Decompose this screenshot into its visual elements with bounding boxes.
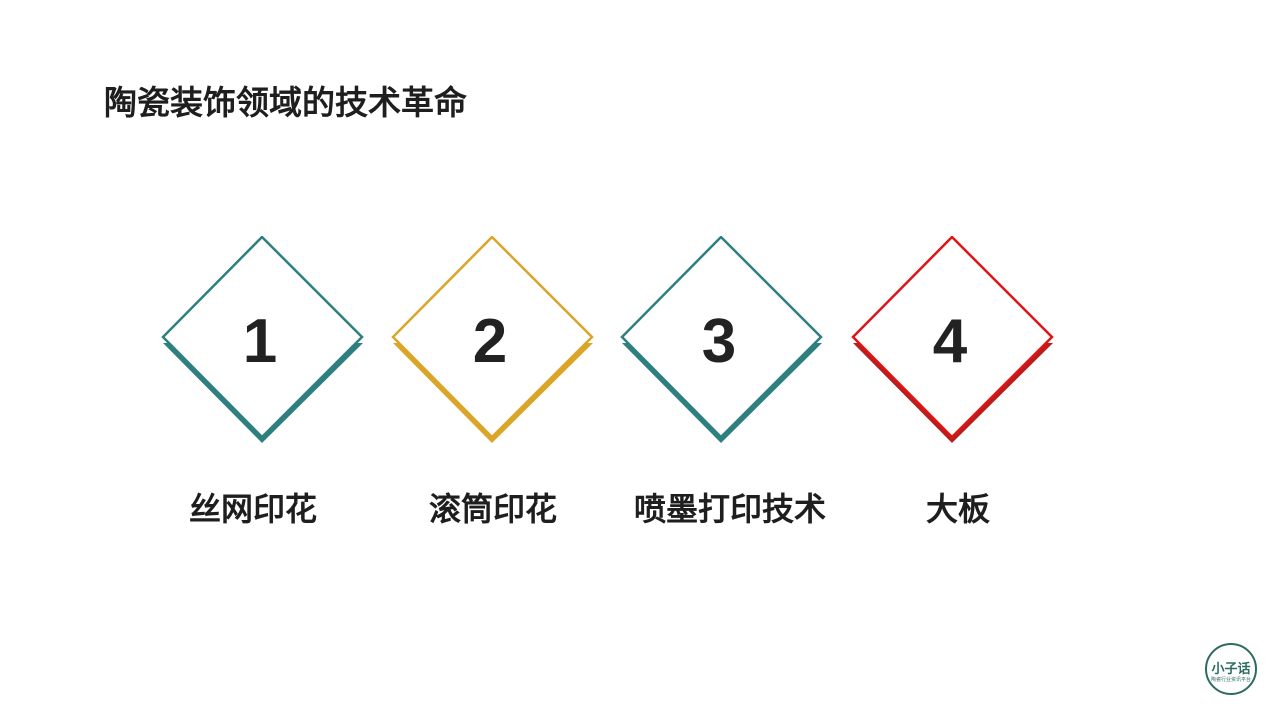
- step-1: 1: [160, 236, 370, 466]
- step-number-3: 3: [701, 307, 737, 376]
- step-3: 3: [619, 236, 829, 466]
- diamond-3: [620, 236, 823, 443]
- step-label-3: 喷墨打印技术: [633, 490, 826, 528]
- step-number-1: 1: [242, 307, 278, 376]
- logo-ring-icon: [1205, 643, 1257, 695]
- diamond-2: [391, 236, 594, 443]
- brand-logo: 小子话 陶瓷行业资讯平台: [1204, 642, 1258, 696]
- diamond-1: [161, 236, 364, 443]
- step-label-4: 大板: [925, 490, 990, 528]
- step-label-1: 丝网印花: [188, 490, 317, 528]
- step-number-2: 2: [472, 307, 508, 376]
- step-2: 2: [390, 236, 600, 466]
- step-4: 4: [850, 236, 1060, 466]
- diamond-4: [851, 236, 1054, 443]
- step-label-2: 滚筒印花: [428, 490, 557, 528]
- logo-text: 小子话: [1211, 662, 1251, 677]
- logo-subtext: 陶瓷行业资讯平台: [1210, 677, 1251, 683]
- slide-title: 陶瓷装饰领域的技术革命: [104, 83, 467, 122]
- step-number-4: 4: [932, 307, 968, 376]
